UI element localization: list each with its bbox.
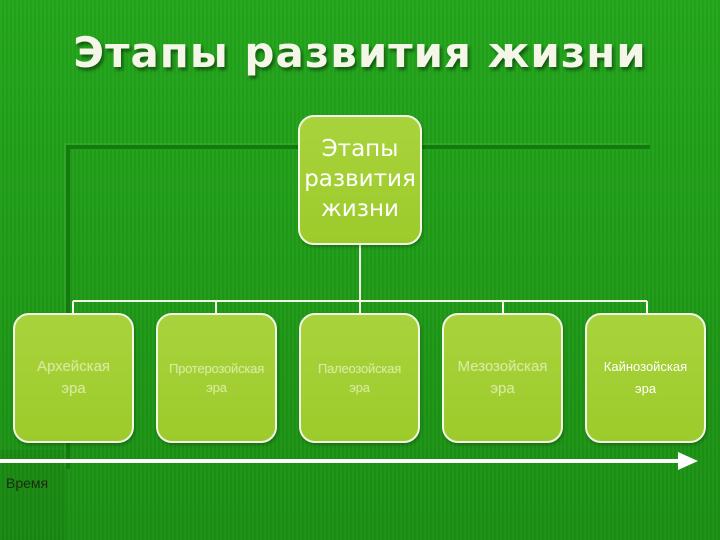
decorative-strip bbox=[0, 450, 66, 540]
era-node-proterozoic: Протерозойская эра bbox=[156, 313, 277, 443]
root-label: Этапы развития жизни bbox=[304, 136, 416, 222]
era-label-paleozoic: Палеозойская эра bbox=[317, 360, 402, 396]
root-node: Этапы развития жизни bbox=[298, 115, 422, 245]
era-label-mesozoic: Мезозойская эра bbox=[457, 357, 548, 398]
era-label-archean: Архейская эра bbox=[36, 357, 111, 398]
era-node-mesozoic: Мезозойская эра bbox=[442, 313, 563, 443]
era-label-proterozoic: Протерозойская эра bbox=[168, 360, 265, 396]
era-label-cenozoic: Кайнозойская эра bbox=[603, 358, 688, 396]
era-node-paleozoic: Палеозойская эра bbox=[299, 313, 420, 443]
slide-title: Этапы развития жизни bbox=[73, 28, 647, 77]
timeline-arrow-head bbox=[678, 452, 698, 470]
era-node-cenozoic: Кайнозойская эра bbox=[585, 313, 706, 443]
era-node-archean: Архейская эра bbox=[13, 313, 134, 443]
timeline-label: Время bbox=[6, 475, 49, 491]
